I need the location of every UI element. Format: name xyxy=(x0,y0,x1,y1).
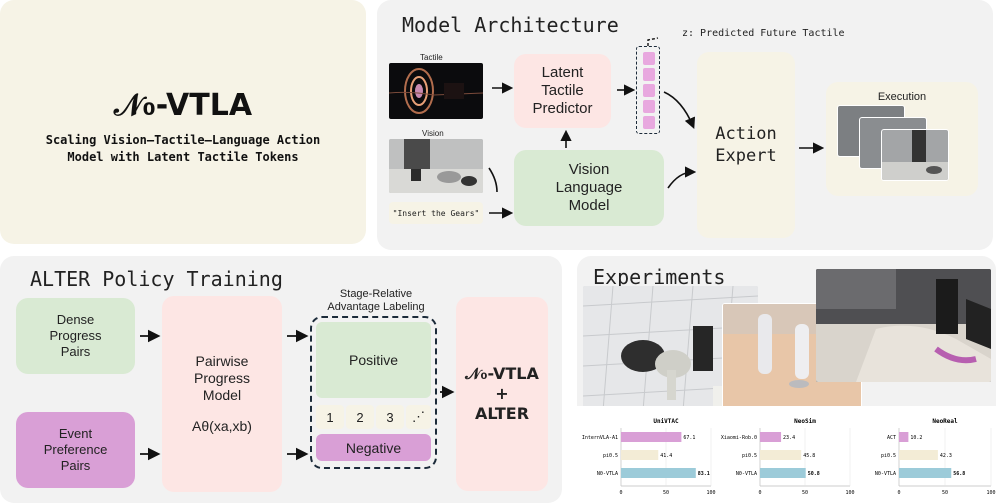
chart-bar xyxy=(621,468,696,478)
title-panel: 𝒩₀-VTLA Scaling Vision–Tactile–Language … xyxy=(0,0,366,244)
stage-number-2: 2 xyxy=(346,405,374,429)
action-expert: Action Expert xyxy=(697,52,795,238)
chart-tick-label: 0 xyxy=(758,490,761,496)
result-box: 𝒩₀-VTLA + ALTER xyxy=(456,297,548,491)
chart-category-label: pi0.5 xyxy=(603,453,618,459)
latent-token xyxy=(643,68,655,81)
chart-category-label: N0-VTLA xyxy=(875,471,896,477)
vision-language-model-label: Vision Language Model xyxy=(555,161,623,214)
chart-category-label: Xiaomi-Rob.0 xyxy=(721,435,757,441)
chart-tick-label: 50 xyxy=(663,490,669,496)
chart-title: NeoSim xyxy=(794,418,816,425)
main-title: 𝒩₀-VTLA xyxy=(113,88,253,123)
z-label: z: Predicted Future Tactile xyxy=(682,28,845,39)
dense-progress-pairs-label: Dense Progress Pairs xyxy=(49,312,102,359)
chart-bar xyxy=(760,468,806,478)
positive-box: Positive xyxy=(316,322,431,398)
result-line-1: 𝒩₀-VTLA xyxy=(465,364,539,383)
action-expert-label: Action Expert xyxy=(715,124,777,166)
chart-tick-label: 50 xyxy=(802,490,808,496)
stage-number-3: 3 xyxy=(376,405,404,429)
latent-token xyxy=(643,116,655,129)
chart-bar xyxy=(899,468,952,478)
negative-label: Negative xyxy=(345,439,402,456)
chart-category-label: ACT xyxy=(887,435,896,441)
stage-relative-container xyxy=(310,316,437,469)
experiment-photo-neosim xyxy=(723,304,861,410)
experiments-title: Experiments xyxy=(593,265,726,289)
chart-tick-label: 100 xyxy=(986,490,995,496)
chart-category-label: pi0.5 xyxy=(742,453,757,459)
chart-category-label: N0-VTLA xyxy=(736,471,757,477)
execution-label: Execution xyxy=(877,91,927,103)
experiment-photo-neoreal xyxy=(816,269,991,382)
alter-panel: ALTER Policy Training Dense Progress Pai… xyxy=(0,256,562,503)
result-plus: + xyxy=(495,384,509,403)
latent-tactile-predictor-label: Latent Tactile Predictor xyxy=(532,64,593,117)
charts-svg: UniVTAC 0 50 100 InternVLA-A1 67.1 pi0.5 41.4N0… xyxy=(582,418,996,496)
experiments-panel: Experiments xyxy=(577,256,996,503)
instruction-box: "Insert the Gears" xyxy=(389,202,483,224)
chart-tick-label: 100 xyxy=(845,490,854,496)
chart-value-label: 10.2 xyxy=(910,435,922,441)
alter-arrows xyxy=(140,329,455,461)
architecture-panel: Model Architecture Tactile Vision "Inser… xyxy=(377,0,993,250)
latent-token xyxy=(643,52,655,65)
chart-value-label: 83.1 xyxy=(698,471,710,477)
pairwise-formula: Aθ(xa,xb) xyxy=(192,418,252,434)
event-preference-pairs-label: Event Preference Pairs xyxy=(43,426,108,473)
chart-value-label: 45.8 xyxy=(803,453,815,459)
vision-image xyxy=(389,139,483,193)
chart-value-label: 67.1 xyxy=(683,435,695,441)
chart-title: UniVTAC xyxy=(653,418,679,425)
chart-bar xyxy=(760,432,782,442)
latent-token xyxy=(643,84,655,97)
stage-number-more: ⋰ xyxy=(406,405,431,429)
alter-title: ALTER Policy Training xyxy=(30,267,283,291)
positive-label: Positive xyxy=(348,352,399,368)
chart-tick-label: 50 xyxy=(942,490,948,496)
chart-value-label: 41.4 xyxy=(660,453,672,459)
latent-tactile-predictor: Latent Tactile Predictor xyxy=(514,54,611,128)
chart-value-label: 56.8 xyxy=(953,471,965,477)
chart-category-label: pi0.5 xyxy=(881,453,896,459)
pairwise-progress-model-label: Pairwise Progress Model xyxy=(193,353,251,403)
chart-value-label: 42.3 xyxy=(940,453,952,459)
chart-value-label: 23.4 xyxy=(783,435,795,441)
negative-box: Negative xyxy=(316,434,431,461)
latent-token-stack xyxy=(636,46,660,134)
vision-label: Vision xyxy=(422,129,444,138)
chart-category-label: InternVLA-A1 xyxy=(582,435,618,441)
chart-value-label: 50.8 xyxy=(808,471,820,477)
instruction-text: "Insert the Gears" xyxy=(392,208,480,218)
chart-title: NeoReal xyxy=(932,418,958,425)
stage-number-1: 1 xyxy=(316,405,344,429)
stage-label-line-2: Advantage Labeling xyxy=(327,301,425,313)
vision-language-model: Vision Language Model xyxy=(514,150,664,226)
chart-tick-label: 100 xyxy=(706,490,715,496)
event-preference-pairs: Event Preference Pairs xyxy=(16,412,135,488)
chart-tick-label: 0 xyxy=(619,490,622,496)
pairwise-progress-model: Pairwise Progress Model Aθ(xa,xb) xyxy=(162,296,282,492)
chart-bar xyxy=(621,450,659,460)
latent-token xyxy=(643,100,655,113)
architecture-title: Model Architecture xyxy=(402,13,619,37)
chart-category-label: N0-VTLA xyxy=(597,471,618,477)
stage-label-line-1: Stage-Relative xyxy=(339,288,413,300)
architecture-arrows xyxy=(488,37,825,219)
subtitle-line-2: Model with Latent Tactile Tokens xyxy=(67,150,299,164)
chart-bar xyxy=(899,432,909,442)
chart-bar xyxy=(621,432,682,442)
chart-bar xyxy=(760,450,802,460)
chart-tick-label: 0 xyxy=(897,490,900,496)
chart-bar xyxy=(899,450,938,460)
subtitle-line-1: Scaling Vision–Tactile–Language Action xyxy=(45,133,321,147)
tactile-image xyxy=(389,63,483,119)
tactile-label: Tactile xyxy=(420,53,443,62)
execution-frame xyxy=(882,130,948,180)
result-line-2: ALTER xyxy=(474,404,530,423)
dense-progress-pairs: Dense Progress Pairs xyxy=(16,298,135,374)
